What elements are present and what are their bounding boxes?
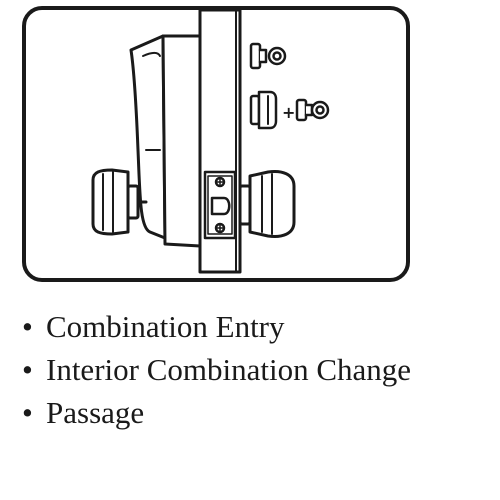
thumbturn-icon	[249, 90, 278, 130]
interior-knob	[238, 170, 296, 238]
feature-list: • Combination Entry • Interior Combination…	[22, 305, 411, 434]
list-item: • Interior Combination Change	[22, 348, 411, 391]
bullet: •	[22, 309, 33, 344]
latch-faceplate	[203, 170, 237, 240]
bullet: •	[22, 352, 33, 387]
bullet: •	[22, 395, 33, 430]
key-icon	[249, 42, 287, 70]
list-item: • Combination Entry	[22, 305, 411, 348]
plus-icon: +	[282, 103, 295, 122]
exterior-keypad	[129, 34, 202, 248]
feature-interior-combination-change: Interior Combination Change	[46, 352, 412, 387]
key-icon	[295, 98, 330, 122]
feature-passage: Passage	[46, 395, 145, 430]
list-item: • Passage	[22, 391, 411, 434]
lock-diagram: +	[22, 6, 410, 282]
feature-combination-entry: Combination Entry	[46, 309, 285, 344]
exterior-knob	[91, 168, 148, 236]
